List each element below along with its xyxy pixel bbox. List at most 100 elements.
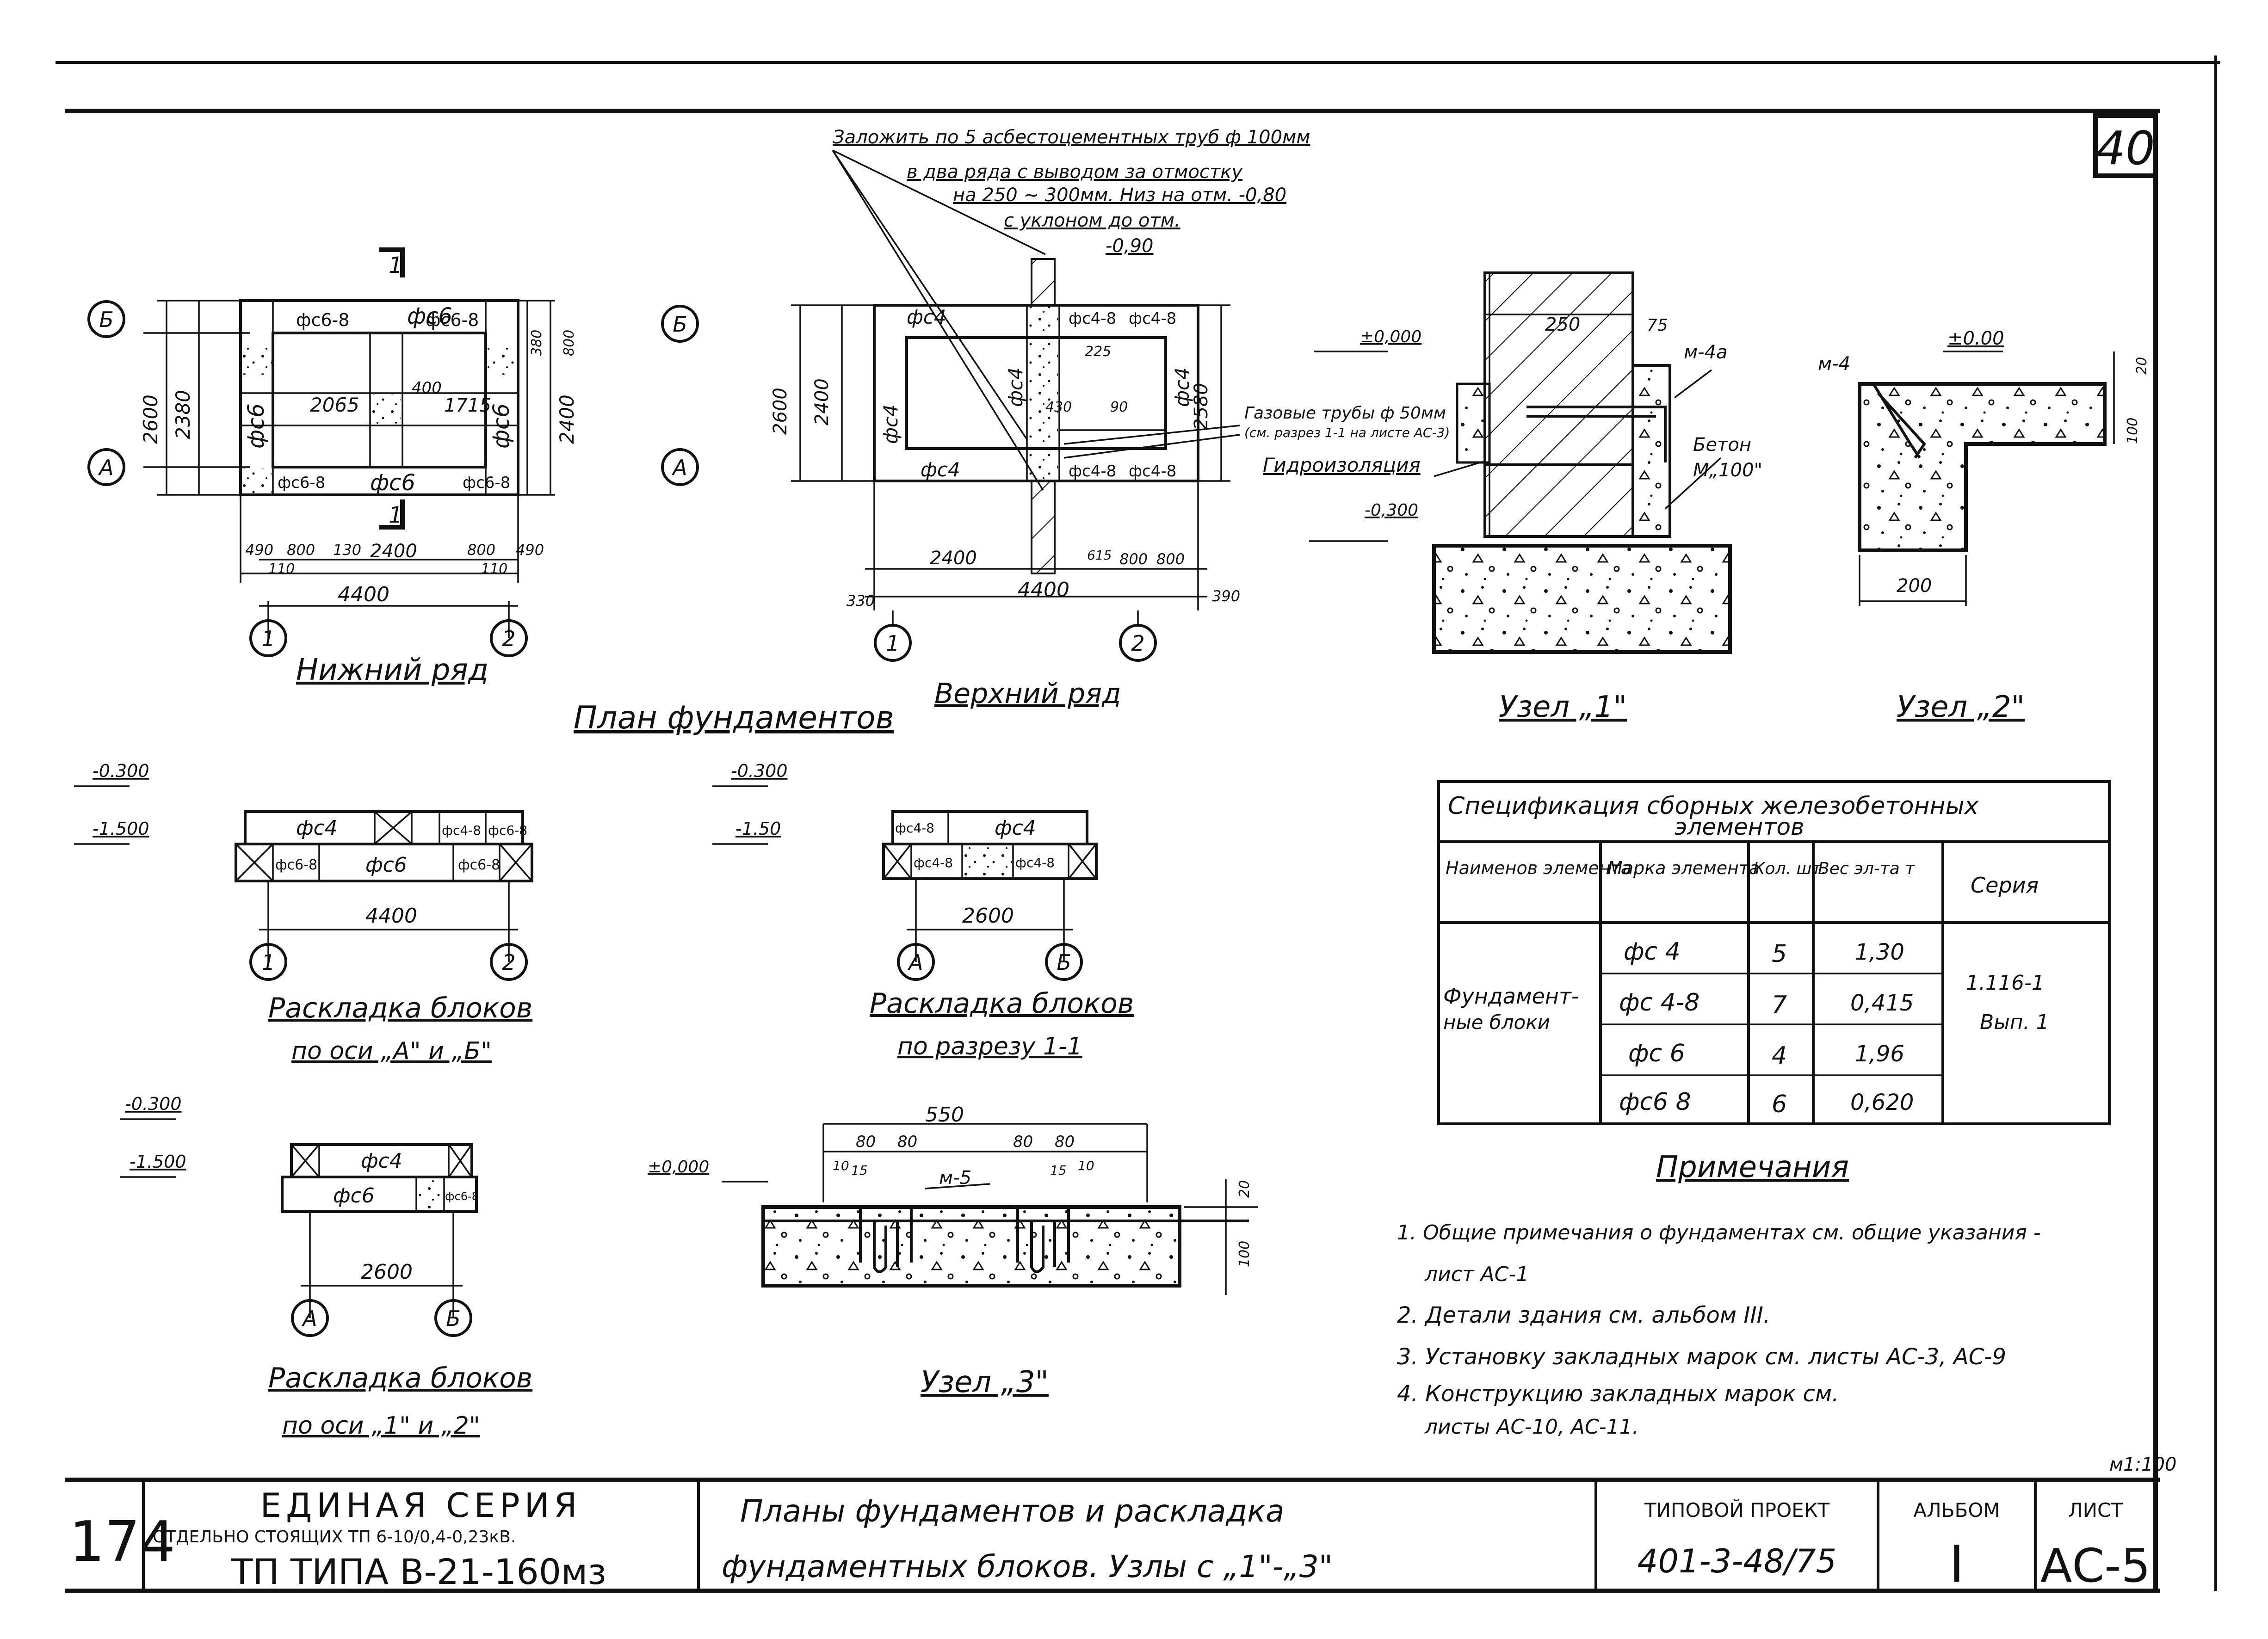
node3-dim-10-r: 10 — [1078, 1158, 1094, 1173]
node3-m5: м-5 — [939, 1167, 971, 1189]
spec-group-2: ные блоки — [1443, 1011, 1550, 1034]
upper-dim-800-1: 800 — [1119, 550, 1148, 568]
lower-dim-380: 380 — [529, 330, 545, 356]
s12-axis-b: Б — [446, 1306, 461, 1331]
upper-axis-2: 2 — [1131, 631, 1144, 656]
note-2: 2. Детали здания см. альбом III. — [1397, 1302, 1770, 1328]
spec-header-mark: Марка элемента — [1607, 858, 1760, 878]
node3-title: Узел „3" — [921, 1365, 1049, 1399]
upper-dim-430: 430 — [1045, 399, 1072, 415]
lower-fs6-left: фс6 — [243, 403, 269, 449]
ab-el-m1500: -1.500 — [93, 819, 149, 839]
lower-dim-800: 800 — [561, 330, 577, 356]
upper-dim-390: 390 — [1212, 587, 1240, 605]
s12-el-m1500: -1.500 — [130, 1152, 186, 1172]
s11-el-m150: -1.50 — [735, 819, 781, 839]
node2-m4: м-4 — [1818, 353, 1850, 375]
lower-dim-4400: 4400 — [338, 583, 389, 606]
sheet-value: АС-5 — [2040, 1539, 2151, 1593]
pipe-note-l3: на 250 ~ 300мм. Низ на отм. -0,80 — [953, 185, 1286, 206]
spec-row2-qty: 7 — [1772, 991, 1787, 1019]
upper-fs4-top: фс4 — [907, 306, 946, 328]
series-bottom: ТП ТИПА В-21-160мз — [231, 1551, 606, 1592]
lower-dim-2380: 2380 — [172, 390, 194, 439]
layout-ab — [74, 785, 533, 981]
s12-dim-2600: 2600 — [361, 1260, 413, 1284]
node1-title: Узел „1" — [1499, 690, 1627, 724]
spec-row3-mark: фс 6 — [1628, 1040, 1685, 1067]
lower-dim-800-r: 800 — [467, 541, 495, 559]
note-1b: лист АС-1 — [1424, 1263, 1529, 1286]
spec-group-1: Фундамент- — [1443, 984, 1579, 1009]
pipe-note: Заложить по 5 асбестоцементных труб ф 10… — [833, 127, 1310, 257]
node1-dim-250: 250 — [1545, 314, 1580, 335]
spec-row3-qty: 4 — [1772, 1042, 1787, 1070]
sheet-title-1: Планы фундаментов и раскладка — [740, 1493, 1284, 1529]
s12-el-m03: -0.300 — [125, 1094, 182, 1114]
s11-dim-2600: 2600 — [962, 904, 1014, 928]
spec-title-1: Спецификация сборных железобетонных — [1448, 792, 1979, 820]
node2-dim-100: 100 — [2125, 418, 2141, 444]
pipe-note-l1: Заложить по 5 асбестоцементных труб ф 10… — [833, 127, 1310, 148]
node3-dim-100: 100 — [1236, 1241, 1253, 1267]
sheet-title-2: фундаментных блоков. Узлы с „1"-„3" — [722, 1549, 1333, 1584]
project-label: ТИПОВОЙ ПРОЕКТ — [1644, 1498, 1830, 1522]
upper-axis-bubbles — [661, 305, 1157, 662]
upper-dim-2600: 2600 — [770, 388, 791, 435]
s12-axis-a: А — [301, 1306, 317, 1331]
ab-dim-4400: 4400 — [365, 904, 417, 928]
pipe-note-l4: с уклоном до отм. — [1004, 210, 1180, 231]
upper-fs4-left: фс4 — [879, 404, 902, 444]
spec-series-2: Вып. 1 — [1980, 1011, 2049, 1034]
gas-pipes-label-2: (см. разрез 1-1 на листе АС-3) — [1244, 425, 1450, 440]
pipe-note-l2: в два ряда с выводом за отмостку — [907, 161, 1243, 183]
lower-dim-110-l: 110 — [268, 561, 295, 577]
upper-dim-800-2: 800 — [1156, 550, 1185, 568]
spec-series-1: 1.116-1 — [1966, 971, 2045, 995]
node1-dim-75: 75 — [1647, 316, 1668, 335]
spec-row2-weight: 0,415 — [1850, 990, 1914, 1016]
lower-dim-2065: 2065 — [310, 394, 359, 416]
upper-fs48-top2: фс4-8 — [1129, 309, 1176, 328]
upper-dim-615: 615 — [1087, 548, 1112, 563]
upper-axis-1: 1 — [886, 631, 899, 656]
upper-row-plan — [791, 149, 1240, 624]
title-block — [65, 1478, 2160, 1591]
upper-dim-90: 90 — [1110, 399, 1128, 415]
ab-fs4: фс4 — [296, 816, 338, 840]
gas-pipes-label-1: Газовые трубы ф 50мм — [1244, 404, 1446, 423]
s12-title-1: Раскладка блоков — [268, 1362, 532, 1394]
upper-axis-b: Б — [673, 312, 687, 337]
lower-axis-bubbles — [87, 300, 528, 657]
s12-fs4: фс4 — [361, 1149, 402, 1173]
lower-dim-400: 400 — [412, 379, 442, 397]
lower-axis-1: 1 — [261, 626, 275, 651]
lower-dim-490-r: 490 — [516, 541, 544, 559]
ab-title-1: Раскладка блоков — [268, 992, 532, 1024]
spec-row1-qty: 5 — [1772, 940, 1787, 968]
spec-header-weight: Вес эл-та т — [1818, 859, 1915, 878]
upper-fs4-bottom: фс4 — [921, 458, 960, 481]
album-value: I — [1949, 1534, 1964, 1594]
lower-fs68-tr: фс6-8 — [426, 310, 479, 330]
upper-dim-2400-h: 2400 — [930, 548, 977, 569]
sheet-label: ЛИСТ — [2068, 1499, 2123, 1522]
node3-el: ±0,000 — [648, 1158, 709, 1177]
note-1a: 1. Общие примечания о фундаментах см. об… — [1397, 1221, 2041, 1245]
upper-dim-4400: 4400 — [1018, 578, 1069, 602]
lower-row-title: Нижний ряд — [296, 653, 488, 687]
spec-table — [1437, 780, 2111, 1125]
ab-fs6: фс6 — [365, 853, 407, 877]
spec-header-qty: Кол. шт. — [1753, 859, 1827, 878]
node2-title: Узел „2" — [1897, 690, 2025, 724]
upper-dim-2580: 2580 — [1191, 383, 1212, 430]
node1-concrete-1: Бетон — [1693, 434, 1751, 456]
spec-header-series: Серия — [1971, 873, 2039, 898]
sheet-number: 40 — [2096, 121, 2155, 175]
upper-fs48-b2: фс4-8 — [1129, 462, 1176, 481]
s11-fs48-r: фс4-8 — [1015, 855, 1055, 870]
plan-title: План фундаментов — [574, 700, 894, 736]
upper-dim-330: 330 — [847, 592, 875, 610]
note-3: 3. Установку закладных марок см. листы А… — [1397, 1344, 2006, 1370]
